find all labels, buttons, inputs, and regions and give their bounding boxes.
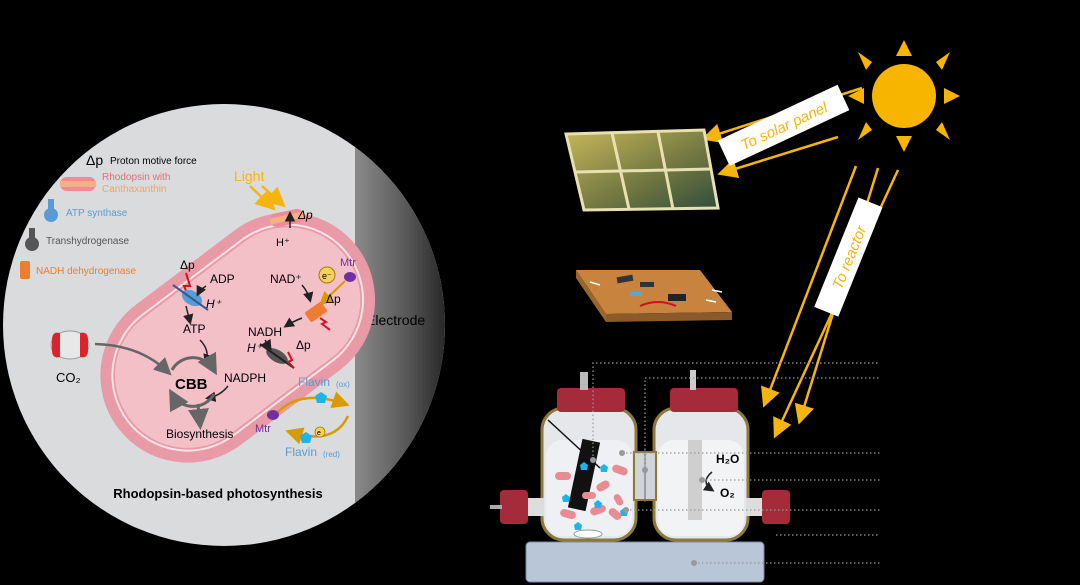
cathode-electrode (688, 440, 702, 520)
h-top-label: H⁺ (276, 237, 290, 249)
electrode-label: Electrode (366, 312, 425, 328)
dp-atp-label: Δp (180, 258, 195, 272)
stir-plate (525, 541, 765, 583)
left-side-port (500, 490, 528, 524)
circuit-board (576, 270, 732, 322)
flavin-reduction-arrow (285, 415, 350, 445)
nadh-dehydrogenase-protein (305, 302, 327, 322)
flavin-ox-label: Flavin (298, 375, 330, 389)
h-th-label: H⁺ (247, 341, 264, 355)
photosynthesis-panel: Electrode Δp Proton motive force Rhodops… (3, 104, 445, 546)
atp-synthase-legend-icon (44, 199, 58, 222)
mtr-top-label: Mtr (340, 257, 356, 269)
legend: Δp Proton motive force Rhodopsin with Ca… (20, 152, 197, 279)
nadh-dehydrogenase-legend-icon (20, 261, 30, 279)
flavin-oxidation-arrow (275, 391, 350, 415)
legend-delta-p-desc: Proton motive force (110, 156, 197, 167)
adp-label: ADP (210, 272, 235, 286)
bacteria-cells (555, 464, 628, 520)
h2o-label: H₂O (716, 452, 739, 466)
stir-bar (573, 529, 603, 539)
electron-small-label: e (317, 430, 321, 437)
legend-rhodopsin-line2: Canthaxanthin (102, 184, 167, 195)
mtr-top-protein (344, 272, 356, 282)
right-side-port (762, 490, 790, 524)
to-reactor-label-box: To reactor (814, 197, 883, 317)
panel-title: Rhodopsin-based photosynthesis (113, 486, 322, 501)
mtr-bottom-label: Mtr (255, 423, 271, 435)
energy-bolt-nadh (319, 317, 331, 331)
nad-label: NAD⁺ (270, 272, 302, 286)
cbb-cycle (169, 351, 217, 413)
biosynthesis-label: Biosynthesis (166, 427, 233, 441)
flavin-molecules (562, 462, 628, 530)
flavin-ox-sub: (ox) (336, 380, 350, 389)
h-atp-label: H⁺ (206, 297, 223, 311)
sun-icon (848, 40, 960, 152)
dp-nadh-label: Δp (326, 292, 341, 306)
dp-top-label: Δp (297, 208, 313, 222)
co2-arrow (94, 342, 172, 376)
legend-atp-synthase: ATP synthase (66, 208, 128, 219)
dp-th-label: Δp (296, 338, 311, 352)
flavin-red-label: Flavin (285, 445, 317, 459)
callout-lines (592, 362, 880, 564)
electrode (355, 104, 445, 546)
o2-label: O₂ (720, 486, 735, 500)
nadph-label: NADPH (224, 371, 266, 385)
flavin-red-sub: (red) (323, 450, 340, 459)
cbb-label: CBB (175, 376, 208, 393)
transhydrogenase-legend-icon (25, 228, 39, 251)
electron-bubble (318, 266, 336, 284)
electron-label: e⁻ (322, 271, 332, 281)
solar-panel (564, 128, 720, 212)
legend-transhydrogenase: Transhydrogenase (46, 236, 129, 247)
co2-molecule (50, 330, 90, 360)
anode-electrode (567, 438, 601, 512)
mtr-bottom-protein (267, 410, 279, 420)
atp-label: ATP (183, 322, 205, 336)
energy-bolt-th (286, 351, 295, 369)
photobioreactor: H₂O O₂ (490, 362, 880, 583)
co2-label: CO₂ (56, 370, 81, 385)
right-cap (670, 388, 738, 412)
legend-nadh-dehydrogenase: NADH dehydrogenase (36, 266, 136, 277)
left-cap (557, 388, 625, 412)
nadh-label: NADH (248, 325, 282, 339)
flavin-red-icon (300, 432, 312, 443)
light-label: Light (234, 168, 264, 184)
flavin-ox-icon (315, 392, 327, 403)
legend-delta-p-symbol: Δp (86, 152, 103, 168)
legend-rhodopsin-line1: Rhodopsin with (102, 172, 170, 183)
